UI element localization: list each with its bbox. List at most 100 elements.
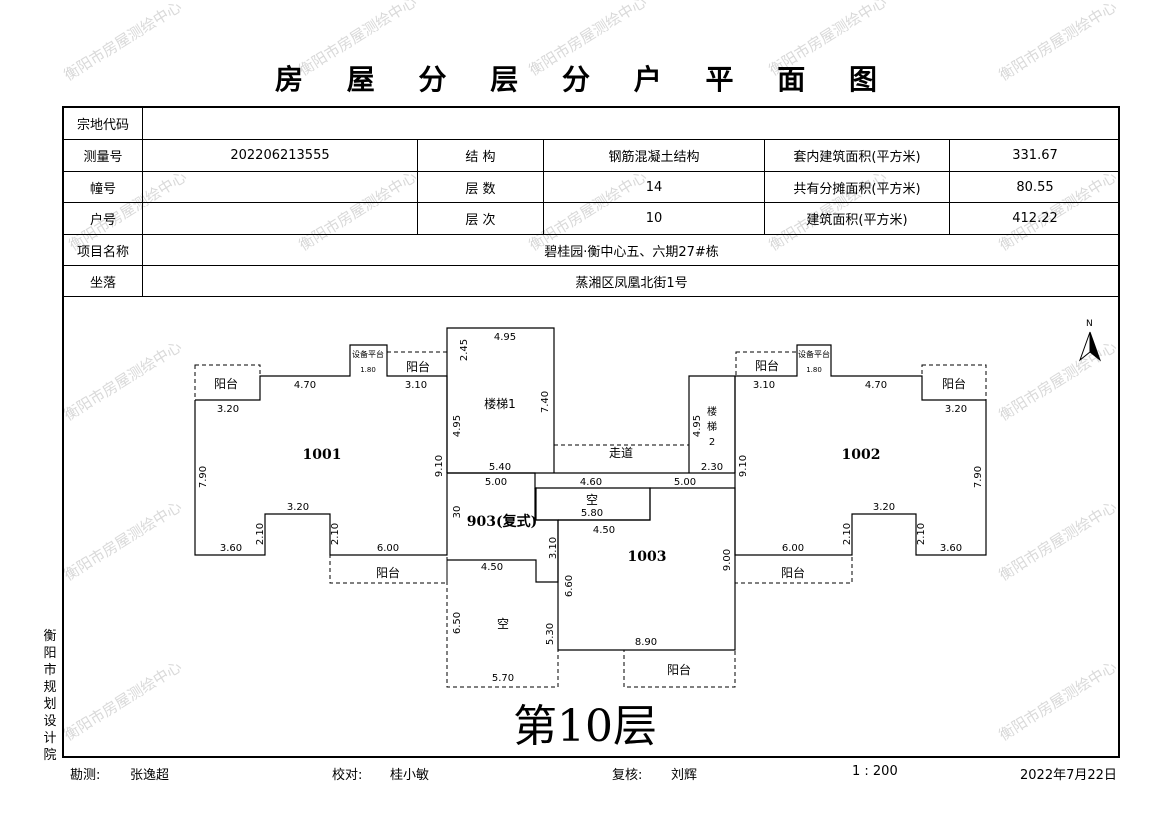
floors-label: 层 数 bbox=[465, 181, 496, 197]
unit-1002-label: 1002 bbox=[842, 447, 881, 463]
dim: 5.80 bbox=[581, 508, 603, 519]
balcony-label: 阳台 bbox=[406, 359, 430, 374]
table-rule bbox=[764, 139, 765, 234]
dim: 8.90 bbox=[635, 637, 657, 648]
inner-area-label: 套内建筑面积(平方米) bbox=[793, 150, 921, 165]
balcony-1003-bottom bbox=[623, 649, 736, 688]
dim: 2.10 bbox=[255, 523, 266, 545]
dim: 2.30 bbox=[701, 462, 723, 473]
dim: 3.10 bbox=[753, 380, 775, 391]
balcony-1001-bottom bbox=[329, 554, 448, 584]
equipment-label: 设备平台 bbox=[798, 349, 830, 359]
location-value: 蒸湘区凤凰北街1号 bbox=[575, 275, 688, 291]
reviewer-name: 刘辉 bbox=[671, 768, 698, 783]
dim: 6.60 bbox=[564, 575, 575, 597]
table-rule bbox=[543, 139, 544, 234]
dim: 2.45 bbox=[459, 339, 470, 361]
dim: 3.20 bbox=[217, 404, 239, 415]
corridor-label: 走道 bbox=[609, 446, 633, 460]
structure-label: 结 构 bbox=[465, 150, 496, 165]
dim: 1.80 bbox=[806, 366, 822, 374]
dim: 5.70 bbox=[492, 673, 514, 684]
stair2-label: 2 bbox=[709, 437, 715, 448]
stair2-label: 梯 bbox=[707, 420, 717, 433]
dim: 9.10 bbox=[738, 455, 749, 477]
scale: 1 : 200 bbox=[852, 764, 898, 779]
document-frame: 宗地代码 测量号 202206213555 结 构 钢筋混凝土结构 套内建筑面积… bbox=[62, 106, 1120, 758]
dim: 3.10 bbox=[548, 537, 559, 559]
dim: 7.90 bbox=[973, 466, 984, 488]
dim: 6.50 bbox=[452, 612, 463, 634]
review-label: 复核: bbox=[612, 768, 643, 783]
balcony-label: 阳台 bbox=[781, 565, 805, 580]
dim: 5.40 bbox=[489, 462, 511, 473]
balcony-label: 阳台 bbox=[667, 662, 691, 677]
table-rule bbox=[64, 296, 1120, 297]
dim: 4.60 bbox=[580, 477, 602, 488]
location-label: 坐落 bbox=[89, 275, 116, 291]
dim: 2.10 bbox=[330, 523, 341, 545]
floors-value: 14 bbox=[645, 179, 663, 195]
dim: 3.20 bbox=[287, 502, 309, 513]
dim: 3.20 bbox=[945, 404, 967, 415]
survey-no-value: 202206213555 bbox=[230, 148, 330, 163]
project-label: 项目名称 bbox=[76, 244, 129, 260]
build-area-label: 建筑面积(平方米) bbox=[806, 213, 908, 228]
balcony-label: 阳台 bbox=[755, 358, 779, 373]
zongdi-label: 宗地代码 bbox=[76, 118, 129, 133]
checker-name: 桂小敏 bbox=[390, 768, 430, 783]
survey-no-label: 测量号 bbox=[83, 150, 123, 165]
dim: 4.70 bbox=[294, 380, 316, 391]
table-rule bbox=[64, 265, 1120, 266]
balcony-label: 阳台 bbox=[942, 376, 966, 391]
table-rule bbox=[417, 139, 418, 234]
table-rule bbox=[949, 139, 950, 234]
dim: 4.95 bbox=[692, 415, 703, 437]
dim: 2.10 bbox=[916, 523, 927, 545]
equipment-label: 设备平台 bbox=[352, 349, 384, 359]
dim: 1.80 bbox=[360, 366, 376, 374]
build-area-value: 412.22 bbox=[1012, 211, 1058, 226]
dim: 5.30 bbox=[545, 623, 556, 645]
dim: 3.60 bbox=[220, 543, 242, 554]
structure-value: 钢筋混凝土结构 bbox=[608, 150, 700, 165]
dim: 3.60 bbox=[940, 543, 962, 554]
table-rule bbox=[142, 108, 143, 296]
dim: 4.95 bbox=[452, 415, 463, 437]
dim: 9.10 bbox=[434, 455, 445, 477]
unit-903-label: 903(复式) bbox=[467, 513, 537, 530]
balcony-1001-top bbox=[194, 364, 261, 401]
dim: 3.20 bbox=[873, 502, 895, 513]
dim: 3.10 bbox=[405, 380, 427, 391]
dim: 4.50 bbox=[481, 562, 503, 573]
organization-name: 衡阳市规划设计院 bbox=[43, 629, 57, 763]
dim: 30 bbox=[452, 506, 463, 519]
dim: 4.50 bbox=[593, 525, 615, 536]
dim: 9.00 bbox=[722, 549, 733, 571]
dim: 5.00 bbox=[485, 477, 507, 488]
corridor-outline bbox=[553, 444, 690, 474]
floor-value: 10 bbox=[645, 211, 663, 226]
balcony-1002-bottom bbox=[734, 554, 853, 584]
shared-area-label: 共有分摊面积(平方米) bbox=[793, 181, 921, 197]
balcony-label: 阳台 bbox=[214, 376, 238, 391]
stair1-outline bbox=[446, 327, 555, 473]
table-rule bbox=[64, 202, 1120, 203]
survey-label: 勘测: bbox=[70, 768, 101, 783]
page-title: 房 屋 分 层 分 户 平 面 图 bbox=[275, 63, 894, 96]
dim: 4.70 bbox=[865, 380, 887, 391]
balcony-label: 阳台 bbox=[376, 565, 400, 580]
table-rule bbox=[64, 234, 1120, 235]
table-rule bbox=[64, 171, 1120, 172]
svg-text:N: N bbox=[1086, 319, 1093, 329]
balcony-1001-front bbox=[386, 351, 448, 377]
unit-no-label: 户号 bbox=[89, 213, 116, 228]
shared-area-value: 80.55 bbox=[1016, 179, 1054, 195]
stair1-label: 楼梯1 bbox=[484, 396, 516, 411]
dim: 2.10 bbox=[842, 523, 853, 545]
unit-1003-label: 1003 bbox=[628, 549, 667, 565]
check-label: 校对: bbox=[332, 768, 363, 783]
balcony-1002-top bbox=[921, 364, 987, 401]
floor-label: 层 次 bbox=[465, 213, 496, 228]
